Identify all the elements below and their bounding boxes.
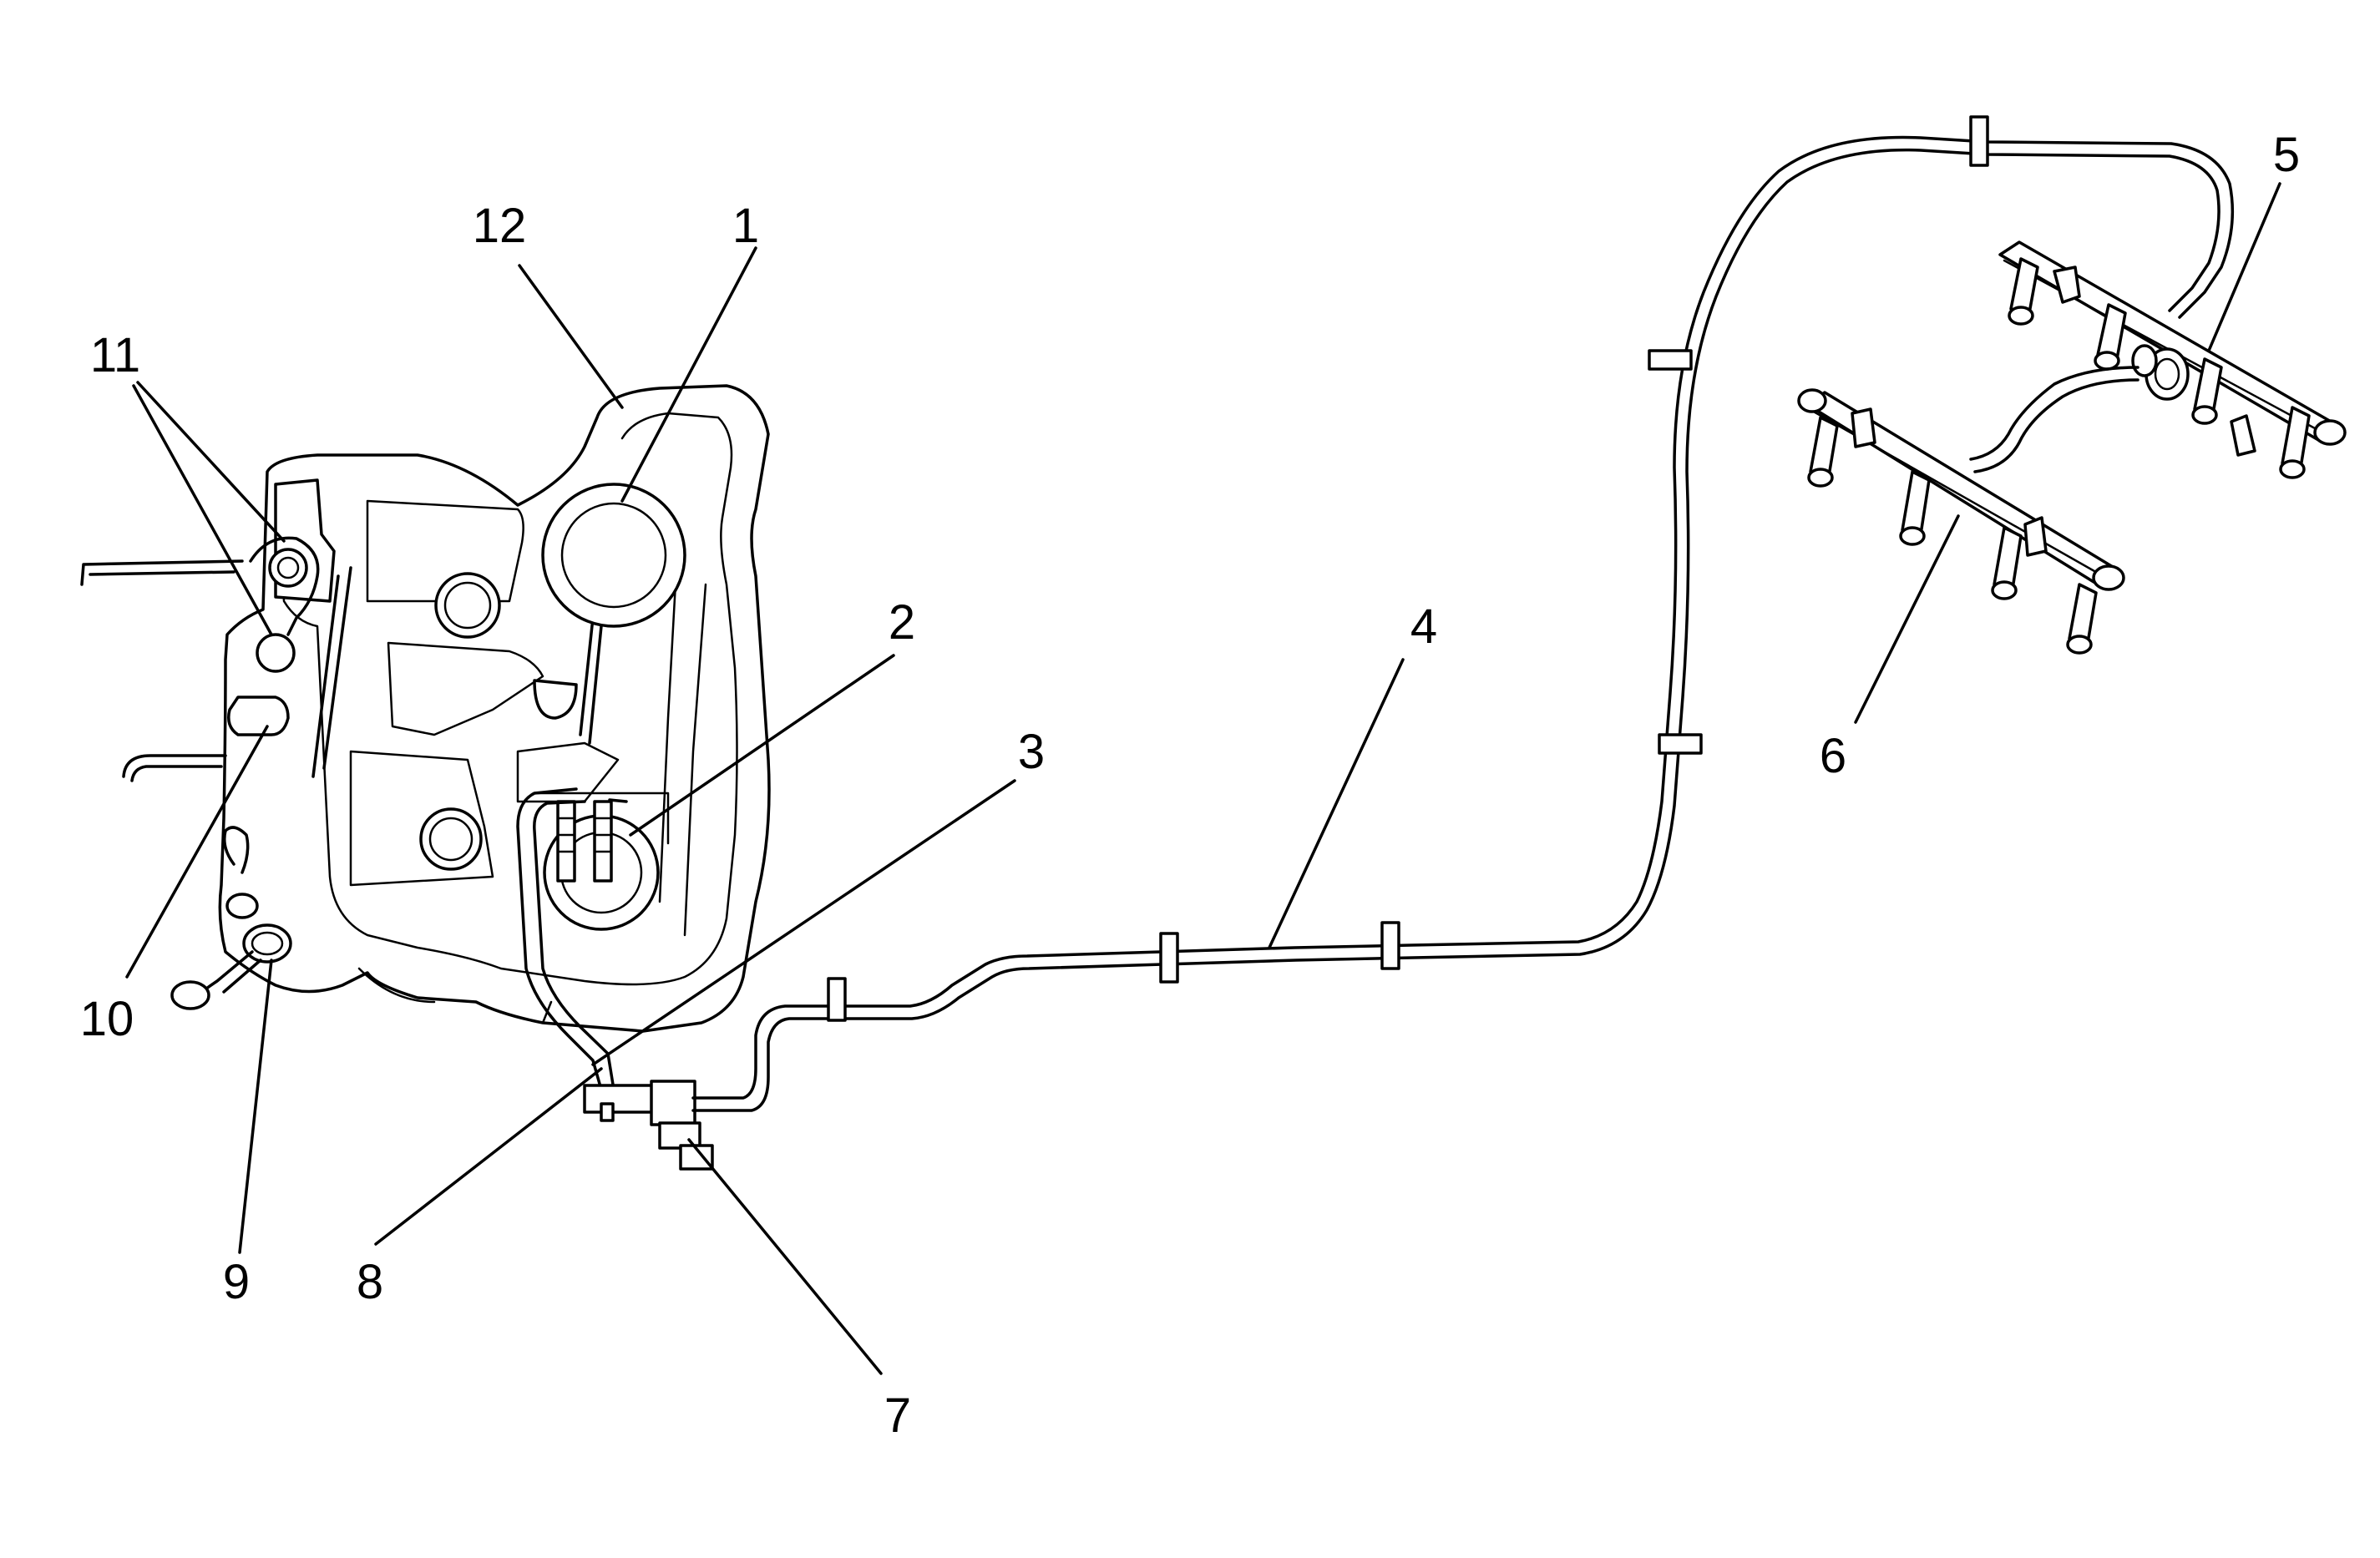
upper-injectors — [2008, 257, 2311, 479]
callout-7: 7 — [884, 1389, 911, 1443]
fuel-rail-assembly — [1797, 240, 2347, 655]
callout-8: 8 — [357, 1255, 383, 1309]
callout-3: 3 — [1018, 725, 1045, 779]
callout-2: 2 — [889, 595, 915, 650]
callout-5: 5 — [2273, 128, 2300, 182]
pump-fittings — [556, 800, 613, 883]
callouts: 1 2 3 4 5 6 7 8 9 10 11 12 — [80, 128, 2300, 1443]
lower-injectors — [1807, 416, 2098, 655]
callout-6: 6 — [1820, 729, 1846, 783]
tank-fuel-lines — [516, 787, 714, 1171]
callout-9: 9 — [223, 1255, 250, 1309]
callout-1: 1 — [732, 199, 759, 253]
fuel-feed-line — [691, 115, 2235, 1112]
callout-12: 12 — [473, 199, 527, 253]
leader-lines — [125, 182, 2281, 1375]
callout-11: 11 — [90, 328, 140, 382]
callout-10: 10 — [80, 992, 134, 1046]
callout-4: 4 — [1410, 599, 1437, 654]
fuel-tank — [80, 384, 771, 1033]
